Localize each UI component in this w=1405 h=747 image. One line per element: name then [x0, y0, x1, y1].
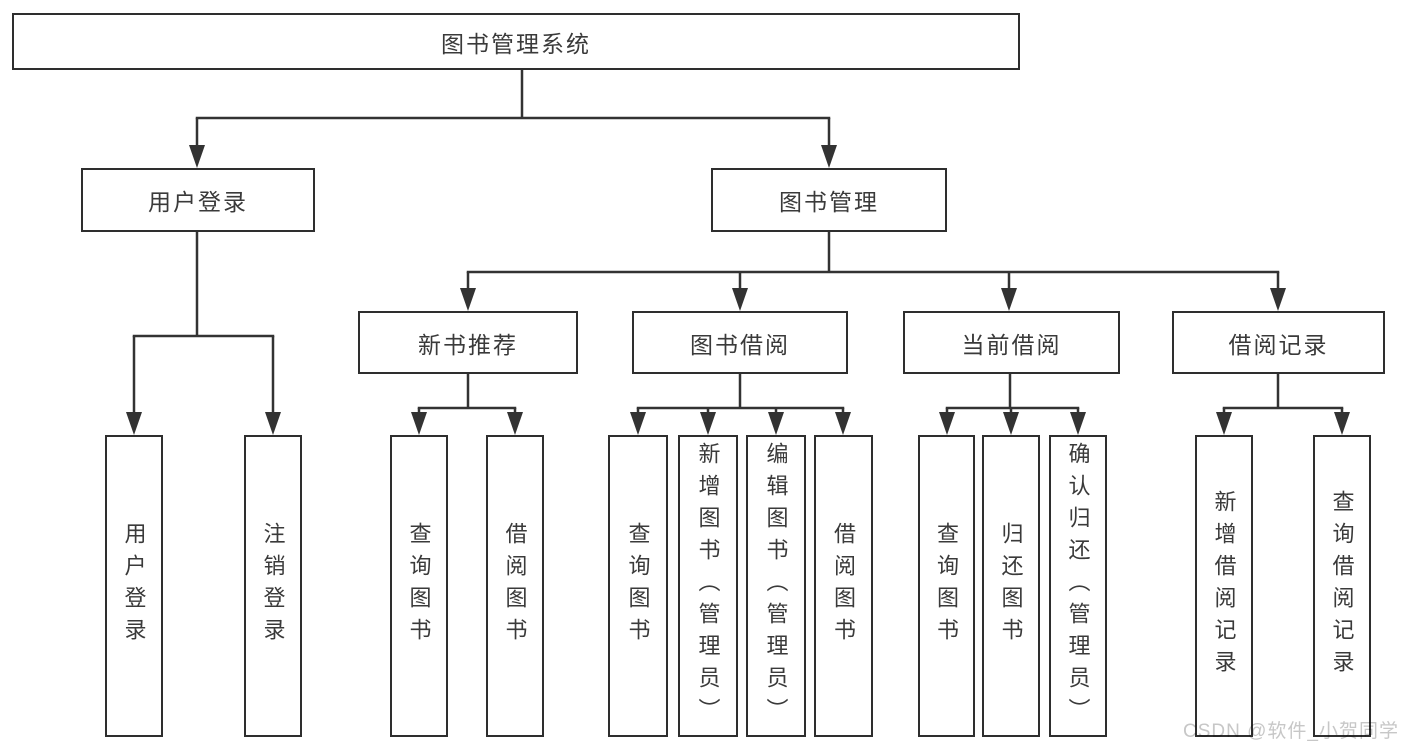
node-label: 借阅记录: [1228, 331, 1329, 358]
node-label: 查询图书: [625, 522, 651, 650]
leaf-query-book: 查询图书: [390, 435, 448, 737]
leaf-confirm-return-admin: 确认归还（管理员）: [1049, 435, 1107, 737]
leaf-add-book-admin: 新增图书（管理员）: [678, 435, 738, 737]
node-current-borrow: 当前借阅: [903, 311, 1120, 374]
leaf-query-book: 查询图书: [608, 435, 668, 737]
node-label: 当前借阅: [961, 331, 1062, 358]
connector-login-split: [126, 232, 281, 435]
node-book-borrow: 图书借阅: [632, 311, 848, 374]
connector-records-split: [1216, 374, 1350, 435]
node-new-book-recommend: 新书推荐: [358, 311, 578, 374]
leaf-return-book: 归还图书: [982, 435, 1040, 737]
node-label: 借阅图书: [831, 522, 857, 650]
connector-borrow-split: [630, 374, 851, 435]
csdn-watermark: CSDN @软件_小贺同学: [1183, 721, 1399, 742]
leaf-query-book: 查询图书: [918, 435, 975, 737]
node-label: 归还图书: [998, 522, 1024, 650]
connector-bookmgr-split: [460, 232, 1286, 311]
node-label: 新书推荐: [418, 331, 518, 358]
node-root-system: 图书管理系统: [12, 13, 1020, 70]
node-label: 查询图书: [406, 522, 432, 650]
node-book-management: 图书管理: [711, 168, 947, 232]
node-user-login: 用户登录: [81, 168, 315, 232]
leaf-edit-book-admin: 编辑图书（管理员）: [746, 435, 806, 737]
node-label: 图书管理: [779, 189, 879, 215]
leaf-borrow-book: 借阅图书: [814, 435, 873, 737]
node-label: 查询借阅记录: [1329, 490, 1355, 682]
node-label: 注销登录: [260, 522, 286, 650]
node-label: 确认归还（管理员）: [1065, 442, 1091, 730]
node-label: 图书借阅: [690, 331, 790, 358]
node-label: 用户登录: [148, 189, 248, 215]
leaf-borrow-book: 借阅图书: [486, 435, 544, 737]
node-label: 借阅图书: [502, 522, 528, 650]
connector-root-split: [189, 70, 837, 168]
node-label: 用户登录: [121, 522, 147, 650]
leaf-user-login: 用户登录: [105, 435, 163, 737]
connector-newbook-split: [411, 374, 523, 435]
node-label: 图书管理系统: [441, 30, 591, 57]
node-label: 新增借阅记录: [1211, 490, 1237, 682]
node-label: 新增图书（管理员）: [695, 442, 721, 730]
leaf-add-borrow-record: 新增借阅记录: [1195, 435, 1253, 737]
leaf-logout: 注销登录: [244, 435, 302, 737]
node-label: 查询图书: [934, 522, 960, 650]
connector-current-split: [939, 374, 1086, 435]
node-borrow-records: 借阅记录: [1172, 311, 1385, 374]
node-label: 编辑图书（管理员）: [763, 442, 789, 730]
leaf-query-borrow-record: 查询借阅记录: [1313, 435, 1371, 737]
